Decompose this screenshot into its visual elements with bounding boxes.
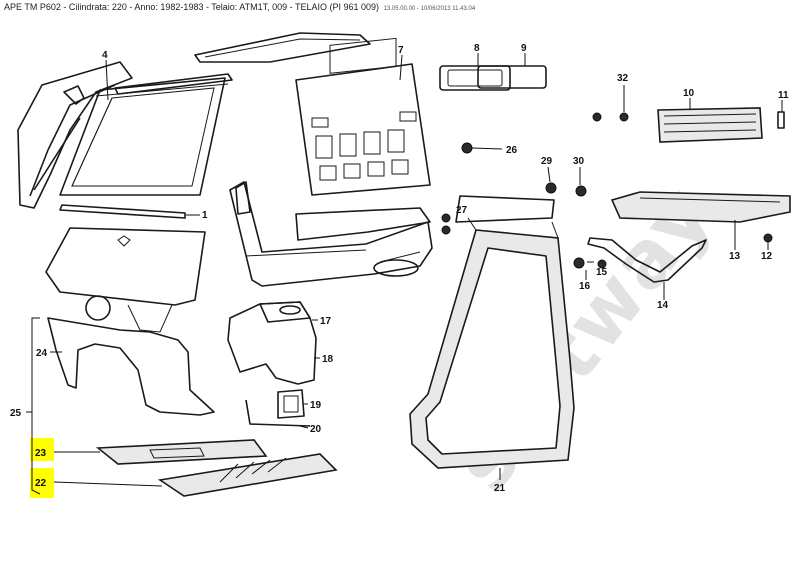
highlight-box-23: [30, 438, 54, 461]
callout-17: 17: [320, 316, 332, 327]
callout-7: 7: [398, 45, 404, 56]
callout-11: 11: [778, 90, 789, 101]
part-top-trim: [114, 32, 371, 95]
callout-23: 23: [35, 448, 47, 459]
part-seat: [610, 191, 791, 250]
part-fasteners: [441, 85, 773, 280]
part-dashboard: [295, 37, 431, 196]
callout-20: 20: [310, 424, 322, 435]
callout-15: 15: [596, 267, 608, 278]
part-door-frame: [409, 217, 575, 480]
callout-19: 19: [310, 400, 322, 411]
callout-30: 30: [573, 156, 585, 167]
callout-26: 26: [506, 145, 518, 156]
callout-22: 22: [35, 478, 47, 489]
part-strip: [59, 204, 200, 219]
callout-16: 16: [579, 281, 591, 292]
callout-24: 24: [36, 348, 48, 359]
part-bulkhead: [229, 181, 555, 287]
diagram-meta: 13.05.00.00 - 10/06/2013 11.43.04: [383, 6, 476, 12]
highlight-box-22: [30, 468, 54, 498]
callout-labels: 1 4 7 8 9 10 11 12 13 14 15 16 17 18 19 …: [10, 43, 789, 494]
part-seat-back: [657, 98, 785, 143]
callout-25: 25: [10, 408, 22, 419]
callout-13: 13: [729, 251, 741, 262]
callout-29: 29: [541, 156, 553, 167]
callout-21: 21: [494, 483, 506, 494]
part-front-panel: [45, 227, 215, 416]
callout-32: 32: [617, 73, 629, 84]
diagram-title: APE TM P602 - Cilindrata: 220 - Anno: 19…: [4, 2, 380, 12]
callout-12: 12: [761, 251, 773, 262]
diagram-header: APE TM P602 - Cilindrata: 220 - Anno: 19…: [4, 2, 475, 12]
callout-8: 8: [474, 43, 480, 54]
callout-4: 4: [102, 50, 108, 61]
callout-27: 27: [456, 205, 468, 216]
callout-10: 10: [683, 88, 695, 99]
callout-9: 9: [521, 43, 527, 54]
callout-18: 18: [322, 354, 334, 365]
part-floor-plates: [95, 439, 338, 497]
part-bracket: [587, 237, 707, 300]
part-tank-assembly: [227, 301, 320, 429]
leader-lines: [26, 53, 526, 495]
callout-14: 14: [657, 300, 669, 311]
part-covers: [439, 65, 547, 91]
callout-1: 1: [202, 210, 208, 221]
